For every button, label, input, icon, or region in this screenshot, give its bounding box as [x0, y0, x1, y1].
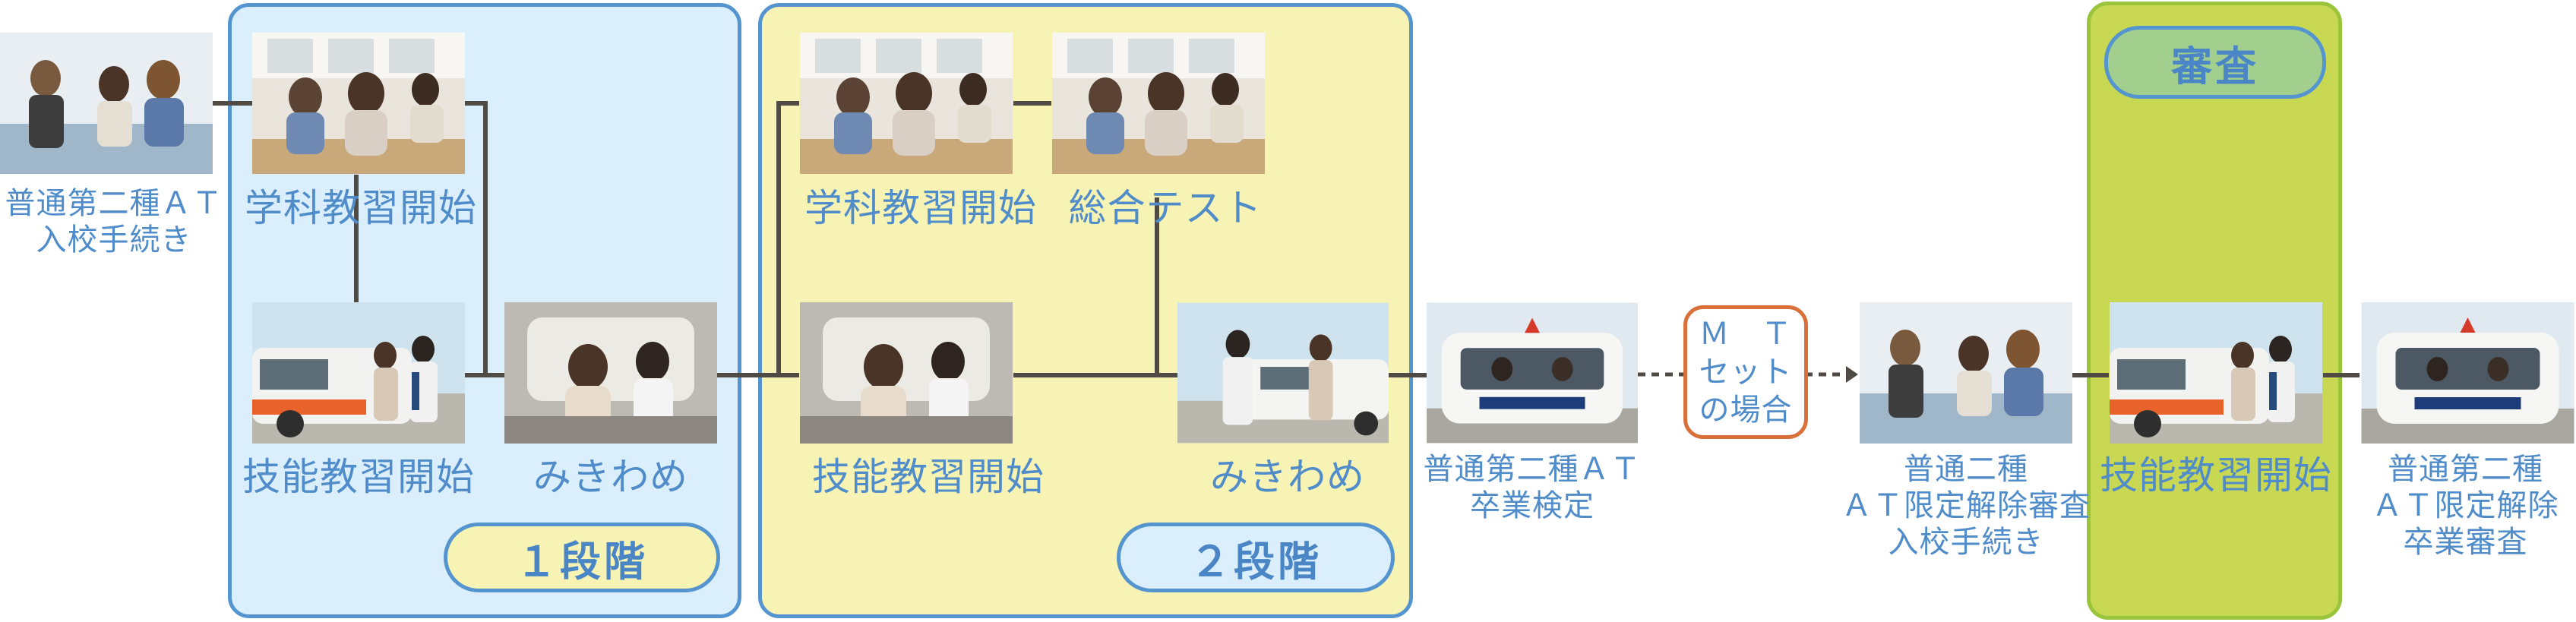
s1-skill-photo: [252, 302, 465, 444]
connector: [1389, 373, 1427, 377]
connector: [1013, 373, 1177, 377]
grad-exam-photo: [1427, 302, 1638, 444]
s2-test-photo: [1051, 33, 1266, 174]
s2-academic-label: 学科教習開始: [804, 186, 1037, 230]
connector: [354, 175, 359, 302]
s2-mikiwame-label: みきわめ: [1210, 455, 1365, 499]
review-skill-photo: [2109, 302, 2323, 444]
mt-set-label: Ｍ Ｔ セット の場合: [1699, 317, 1793, 428]
stage2-badge-label: ２段階: [1190, 537, 1322, 586]
mt-set-box: Ｍ Ｔ セット の場合: [1683, 305, 1808, 439]
review-badge: 審査: [2104, 26, 2326, 99]
connector: [465, 373, 504, 377]
enroll-photo: [0, 33, 213, 174]
s1-academic-label: 学科教習開始: [245, 186, 477, 230]
s2-mikiwame-photo: [1177, 302, 1389, 444]
connector: [776, 101, 781, 376]
mt-enroll-photo: [1860, 302, 2072, 444]
stage2-badge: ２段階: [1117, 523, 1395, 592]
connector: [776, 101, 799, 106]
review-badge-label: 審査: [2171, 42, 2259, 90]
s2-academic-photo: [799, 33, 1013, 174]
s2-test-label: 総合テスト: [1068, 186, 1263, 230]
final-photo: [2359, 302, 2576, 444]
mt-enroll-label: 普通二種 ＡＴ限定解除審査 入校手続き: [1841, 452, 2091, 560]
connector: [483, 101, 488, 376]
s1-academic-photo: [252, 33, 465, 174]
s1-skill-label: 技能教習開始: [242, 455, 475, 499]
dashed-arrow: [1805, 366, 1858, 383]
s1-mikiwame-photo: [504, 302, 717, 444]
connector: [717, 373, 799, 377]
enroll-label: 普通第二種ＡＴ 入校手続き: [5, 186, 223, 257]
review-skill-label: 技能教習開始: [2100, 453, 2332, 497]
stage1-badge: １段階: [444, 523, 720, 592]
stage1-badge-label: １段階: [516, 537, 648, 586]
s2-skill-label: 技能教習開始: [812, 455, 1045, 499]
final-label: 普通第二種 ＡＴ限定解除 卒業審査: [2372, 452, 2559, 560]
s2-skill-photo: [799, 302, 1013, 444]
connector: [465, 101, 488, 106]
connector: [1155, 197, 1159, 377]
grad-exam-label: 普通第二種ＡＴ 卒業検定: [1423, 452, 1642, 523]
connector: [1013, 101, 1051, 106]
connector: [2072, 373, 2109, 377]
s1-mikiwame-label: みきわめ: [533, 455, 688, 499]
connector: [2323, 373, 2359, 377]
connector: [211, 101, 252, 106]
